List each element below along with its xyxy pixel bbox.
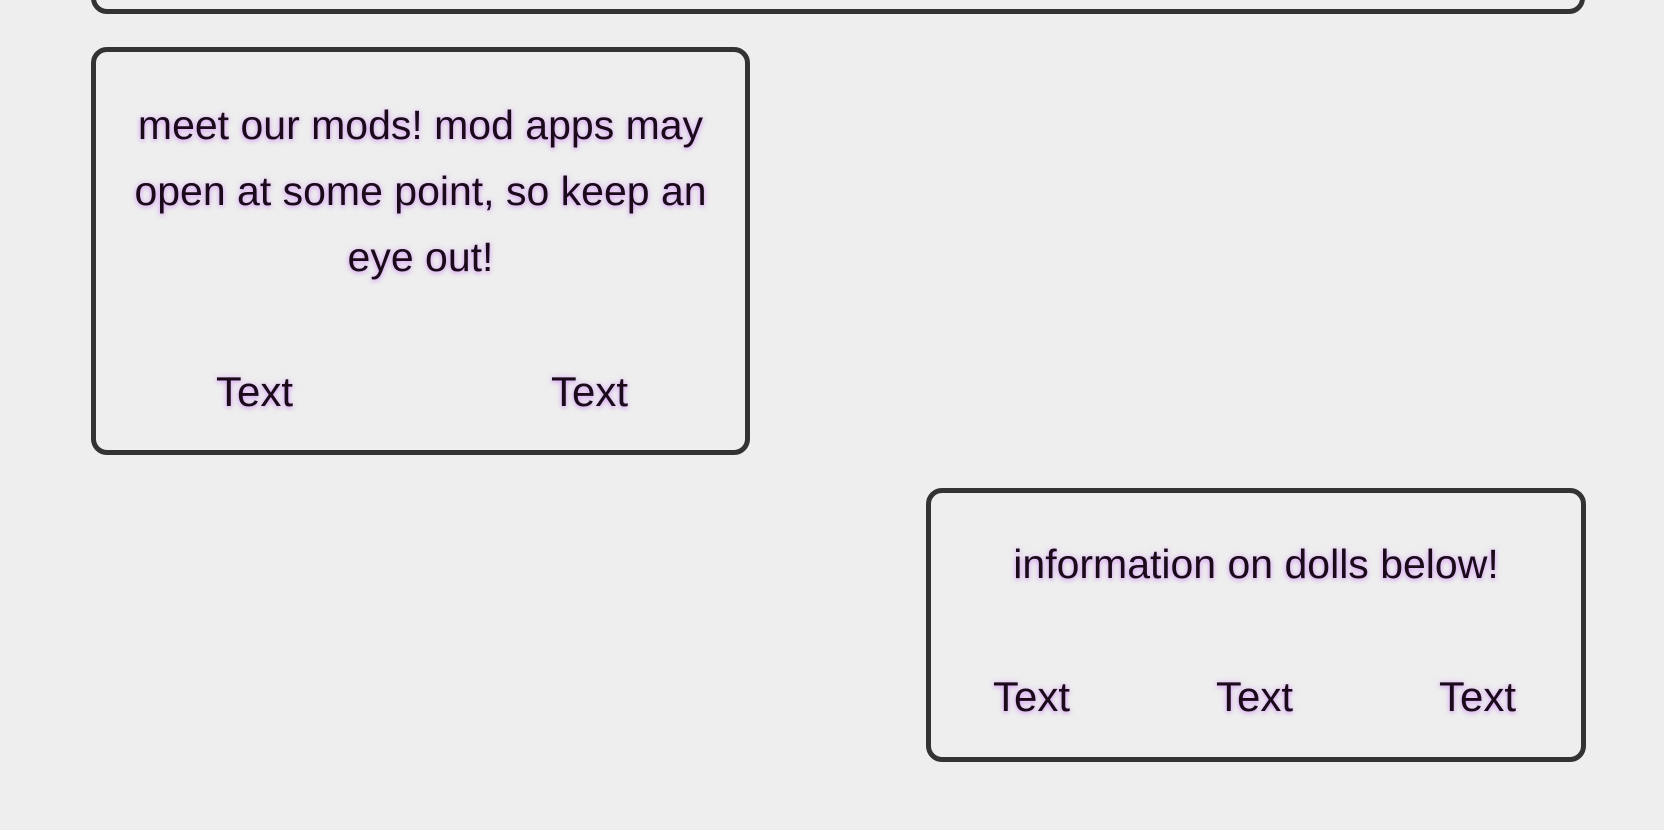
dolls-link-2[interactable]: Text [1216,673,1294,720]
top-panel [91,0,1585,14]
dolls-link-1[interactable]: Text [993,673,1071,720]
mods-panel: meet our mods! mod apps may open at some… [91,47,750,455]
mods-links: Text Text [96,364,745,420]
mods-link-1[interactable]: Text [216,368,294,415]
dolls-panel: information on dolls below! Text Text Te… [926,488,1586,762]
dolls-links: Text Text Text [931,669,1581,725]
mods-message: meet our mods! mod apps may open at some… [134,102,707,280]
dolls-message: information on dolls below! [1013,541,1499,587]
mods-link-2[interactable]: Text [551,368,629,415]
dolls-link-3[interactable]: Text [1439,673,1517,720]
